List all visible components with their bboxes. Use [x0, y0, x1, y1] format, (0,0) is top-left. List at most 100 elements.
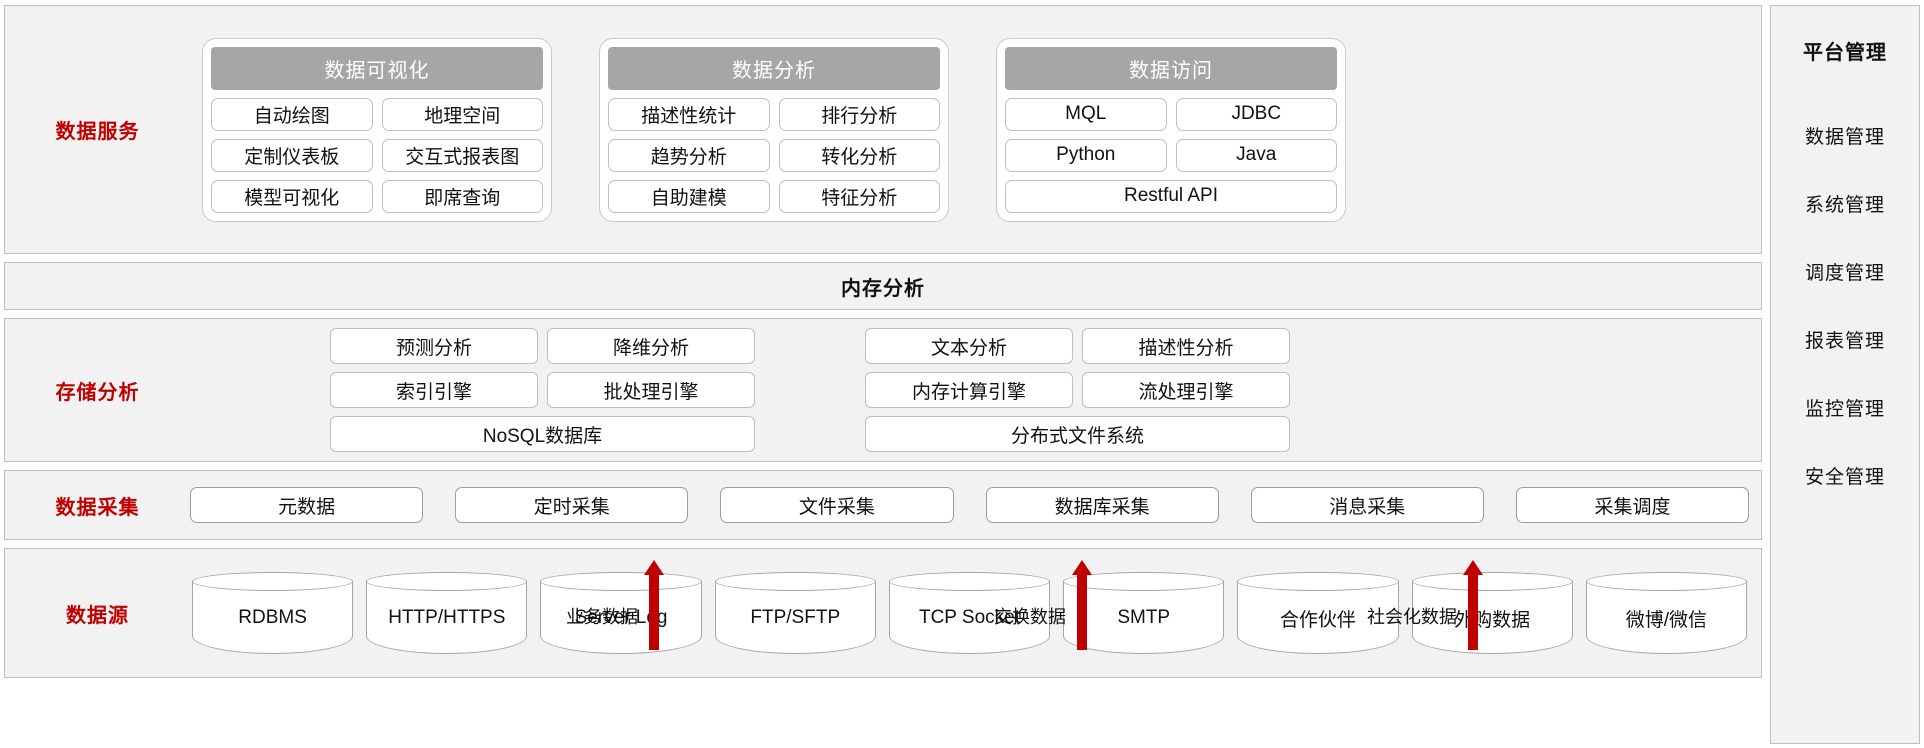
collection-box[interactable]: 消息采集: [1250, 487, 1484, 523]
flow-arrow-head-icon: [1072, 560, 1092, 575]
service-chip[interactable]: Python: [1005, 138, 1167, 172]
cylinder-body-icon: [1585, 581, 1747, 654]
cylinder-top-icon: [714, 572, 876, 591]
storage-box[interactable]: 预测分析: [330, 328, 538, 364]
data-collection-body: 元数据定时采集文件采集数据库采集消息采集采集调度: [190, 471, 1761, 539]
cylinder-body-icon: [888, 581, 1051, 654]
storage-chip-row: 分布式文件系统: [865, 416, 1290, 452]
collection-item-list: 元数据定时采集文件采集数据库采集消息采集采集调度: [190, 471, 1761, 539]
service-chip[interactable]: 即席查询: [381, 179, 543, 213]
service-chip[interactable]: Restful API: [1005, 179, 1337, 213]
cylinder-top-icon: [1585, 572, 1747, 591]
data-source-label: 合作伙伴: [1279, 609, 1356, 631]
memory-analysis-title: 内存分析: [841, 277, 925, 300]
service-chip[interactable]: JDBC: [1175, 97, 1337, 131]
collection-box[interactable]: 定时采集: [455, 487, 689, 523]
service-group-title: 数据访问: [1005, 46, 1337, 90]
data-source-cylinder[interactable]: TCP Socket: [887, 572, 1052, 654]
sidebar-item-5[interactable]: 监控管理: [1804, 398, 1885, 420]
sidebar-item-2[interactable]: 系统管理: [1804, 194, 1885, 216]
row-label-data-source: 数据源: [66, 604, 129, 627]
service-chip[interactable]: 特征分析: [778, 179, 940, 213]
service-chip[interactable]: 定制仪表板: [211, 138, 373, 172]
data-source-cylinder[interactable]: Server Log: [538, 572, 703, 654]
data-source-label: RDBMS: [238, 607, 307, 628]
cylinder-body-icon: [540, 581, 702, 654]
flow-arrow-icon: [1463, 560, 1483, 650]
service-group-list: 数据可视化自动绘图地理空间定制仪表板交互式报表图模型可视化即席查询数据分析描述性…: [190, 6, 1761, 253]
row-label-data-collection: 数据采集: [55, 496, 140, 519]
service-group-title: 数据可视化: [211, 46, 543, 90]
storage-box[interactable]: 流处理引擎: [1082, 372, 1290, 408]
service-chip[interactable]: 排行分析: [778, 97, 940, 131]
cylinder-top-icon: [888, 572, 1051, 591]
collection-box[interactable]: 采集调度: [1515, 487, 1750, 523]
cylinder-top-icon: [1237, 572, 1399, 591]
storage-chip-row: NoSQL数据库: [330, 416, 755, 452]
service-chip[interactable]: 描述性统计: [608, 97, 770, 131]
service-chip[interactable]: 自动绘图: [211, 97, 373, 131]
flow-arrow-shaft-icon: [649, 573, 659, 650]
data-source-label: HTTP/HTTPS: [388, 607, 506, 628]
collection-box[interactable]: 数据库采集: [985, 487, 1219, 523]
storage-box[interactable]: NoSQL数据库: [330, 416, 755, 452]
storage-box[interactable]: 描述性分析: [1082, 328, 1290, 364]
sidebar-item-1[interactable]: 数据管理: [1804, 126, 1885, 148]
storage-box[interactable]: 降维分析: [547, 328, 755, 364]
sidebar-title: 平台管理: [1803, 42, 1887, 64]
data-source-cylinder[interactable]: FTP/SFTP: [713, 572, 878, 654]
storage-box[interactable]: 内存计算引擎: [865, 372, 1073, 408]
service-chip-row: 描述性统计排行分析: [608, 97, 940, 131]
service-chip[interactable]: 地理空间: [381, 97, 543, 131]
service-chip-row: 定制仪表板交互式报表图: [211, 138, 543, 172]
data-source-cylinder[interactable]: 外购数据: [1410, 572, 1575, 654]
service-chip[interactable]: 模型可视化: [211, 179, 373, 213]
data-source-cylinder[interactable]: 合作伙伴: [1235, 572, 1400, 654]
cylinder-top-icon: [540, 572, 702, 591]
service-group-card: 数据可视化自动绘图地理空间定制仪表板交互式报表图模型可视化即席查询: [202, 37, 552, 222]
data-source-cylinder[interactable]: 微博/微信: [1584, 572, 1749, 654]
storage-chip-row: 内存计算引擎流处理引擎: [865, 372, 1290, 408]
data-source-cylinder[interactable]: RDBMS: [190, 572, 355, 654]
storage-box[interactable]: 分布式文件系统: [865, 416, 1290, 452]
row-memory-analysis: 内存分析: [4, 262, 1762, 310]
data-source-label: 微博/微信: [1625, 609, 1707, 631]
storage-box[interactable]: 索引引擎: [330, 372, 538, 408]
row-data-collection: 数据采集 元数据定时采集文件采集数据库采集消息采集采集调度: [4, 470, 1762, 540]
sidebar-item-3[interactable]: 调度管理: [1804, 262, 1885, 284]
collection-box[interactable]: 元数据: [190, 487, 424, 523]
service-chip[interactable]: Java: [1175, 138, 1337, 172]
data-source-label: SMTP: [1117, 607, 1171, 628]
flow-arrow-head-icon: [644, 560, 664, 575]
storage-block: 预测分析降维分析索引引擎批处理引擎 NoSQL数据库: [330, 328, 755, 452]
data-source-cylinder[interactable]: SMTP: [1061, 572, 1226, 654]
service-chip-row: 自助建模特征分析: [608, 179, 940, 213]
collection-box[interactable]: 文件采集: [720, 487, 954, 523]
storage-chip-row: 预测分析降维分析: [330, 328, 755, 364]
cylinder-body-icon: [1063, 581, 1225, 654]
cylinder-body-icon: [1411, 581, 1573, 654]
sidebar-item-4[interactable]: 报表管理: [1804, 330, 1885, 352]
data-service-body: 数据可视化自动绘图地理空间定制仪表板交互式报表图模型可视化即席查询数据分析描述性…: [190, 6, 1761, 253]
flow-arrow-icon: [644, 560, 664, 650]
service-chip[interactable]: 交互式报表图: [381, 138, 543, 172]
storage-box[interactable]: 批处理引擎: [547, 372, 755, 408]
storage-box[interactable]: 文本分析: [865, 328, 1073, 364]
service-chip[interactable]: MQL: [1005, 97, 1167, 131]
platform-management-sidebar: 平台管理 数据管理系统管理调度管理报表管理监控管理安全管理: [1770, 5, 1920, 744]
flow-label: 业务数据: [566, 607, 638, 627]
data-source-cylinder[interactable]: HTTP/HTTPS: [364, 572, 529, 654]
service-chip-row: Restful API: [1005, 179, 1337, 213]
sidebar-item-6[interactable]: 安全管理: [1804, 466, 1885, 488]
cylinder-top-icon: [192, 572, 354, 591]
cylinder-body-icon: [192, 581, 354, 654]
service-chip[interactable]: 转化分析: [778, 138, 940, 172]
service-chip[interactable]: 趋势分析: [608, 138, 770, 172]
data-source-label: Server Log: [574, 607, 668, 628]
service-chip[interactable]: 自助建模: [608, 179, 770, 213]
